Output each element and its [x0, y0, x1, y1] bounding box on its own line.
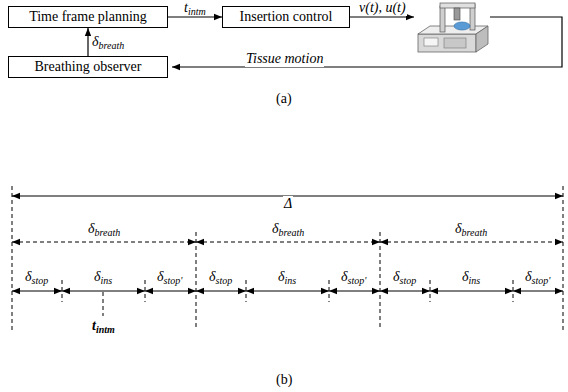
diagram-label: Δ [283, 196, 293, 212]
diagram-label: δins [461, 269, 481, 285]
diagram-label: δins [277, 269, 297, 285]
robot-illustration [418, 3, 488, 52]
diagram-label: v(t), u(t) [358, 0, 407, 16]
diagram-label: (b) [275, 372, 293, 388]
diagram-label: δins [93, 269, 113, 285]
diagram-label: δstop [208, 269, 233, 285]
process-box: Time frame planning [8, 6, 168, 28]
diagram-label: δstop' [156, 269, 183, 285]
timeline [12, 186, 563, 330]
process-box: Insertion control [222, 6, 350, 28]
box-text: Breathing observer [35, 59, 142, 75]
diagram-label: δbreath [87, 221, 121, 237]
diagram-label: δstop' [340, 269, 367, 285]
diagram-label: Tissue motion [245, 51, 324, 67]
diagram-label: δstop [24, 269, 49, 285]
box-text: Time frame planning [29, 9, 147, 25]
edge-label: tintm [183, 0, 207, 16]
process-box: Breathing observer [8, 56, 168, 78]
diagram-label: δbreath [271, 221, 305, 237]
signal-arrow [350, 16, 414, 17]
edge-label: δbreath [91, 34, 125, 50]
diagram-label: δstop' [524, 269, 551, 285]
box-text: Insertion control [240, 9, 333, 25]
connector-arrow [87, 28, 88, 56]
diagram-label: δstop [392, 269, 417, 285]
diagram-label: δbreath [454, 221, 488, 237]
diagram-label: (a) [275, 91, 293, 107]
diagram-label: tintm [91, 318, 116, 334]
